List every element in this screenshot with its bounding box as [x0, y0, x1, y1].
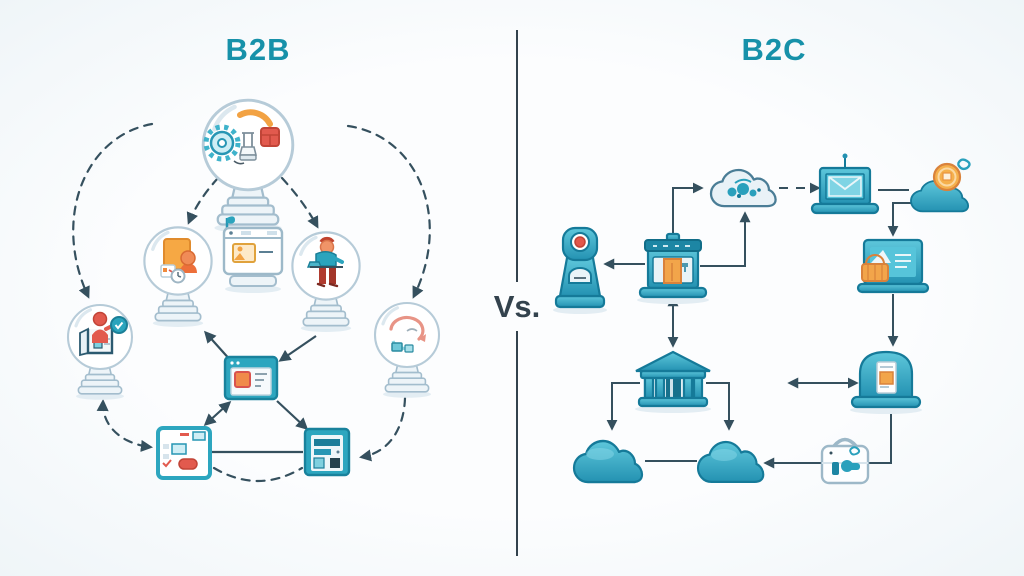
manufacturing-globe — [203, 100, 293, 233]
customer-cloud — [709, 168, 777, 208]
b2b-connectors — [72, 122, 431, 483]
pos-terminal — [553, 226, 607, 314]
b2b-title: B2B — [225, 32, 291, 67]
workstation-globe — [290, 230, 362, 334]
delivery-case — [820, 437, 870, 485]
gear-icon — [203, 124, 241, 162]
thumbs-up-icon — [832, 460, 860, 475]
laptop-email — [810, 153, 880, 215]
b2c-title: B2C — [741, 32, 807, 67]
versus-label: Vs. — [493, 289, 541, 324]
vendor-globe — [66, 303, 134, 402]
catalog-window — [156, 426, 212, 480]
web-portal — [222, 216, 284, 293]
b2c-connectors — [603, 182, 914, 469]
data-window — [303, 427, 351, 477]
b2c-diagram — [553, 153, 971, 485]
basket-icon — [861, 254, 889, 282]
coin-icon — [932, 162, 962, 192]
cloud-right — [696, 440, 765, 484]
bank-building — [635, 350, 711, 413]
cloud-left — [572, 439, 644, 484]
documents-globe — [142, 225, 214, 329]
online-store — [856, 238, 930, 294]
ticket-kiosk — [850, 350, 922, 414]
product-cube-icon — [260, 127, 280, 147]
process-globe — [373, 301, 441, 400]
b2b-diagram — [66, 100, 441, 483]
order-hub — [223, 355, 279, 401]
badge-icon — [110, 316, 128, 334]
storefront — [637, 232, 709, 304]
global-cloud — [910, 158, 971, 213]
